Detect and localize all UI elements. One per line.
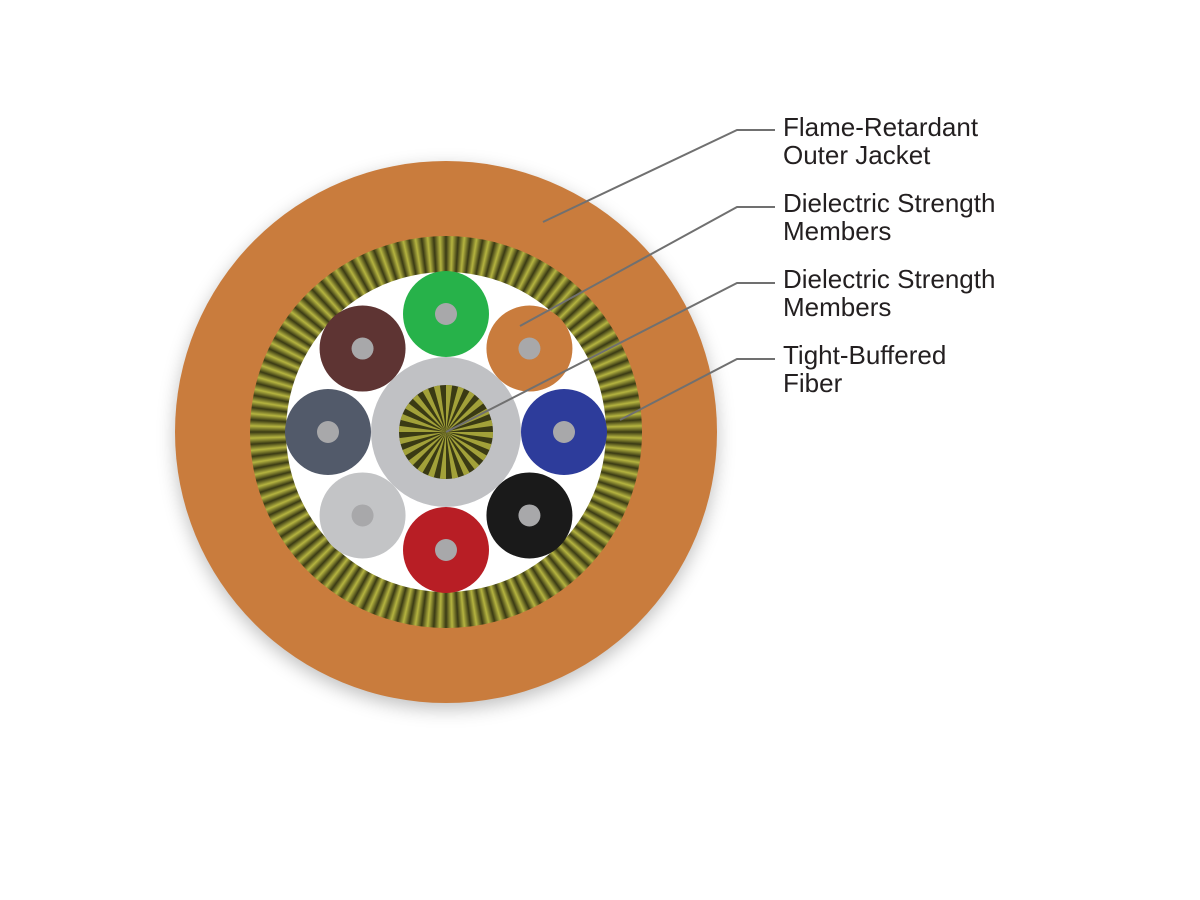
fiber-core-white (351, 504, 374, 527)
fiber-core-orange (518, 337, 541, 360)
leader-line-2 (519, 206, 775, 327)
leader-line-1 (542, 129, 775, 223)
fiber-core-slate (317, 421, 339, 443)
fiber-core-red (435, 539, 457, 561)
fiber-core-black (518, 504, 541, 527)
core-yarn-wedge (446, 385, 453, 432)
core-yarn-wedge (405, 403, 446, 432)
core-yarn-wedge (446, 391, 475, 432)
core-yarn-wedge (400, 414, 446, 432)
fiber-core-brown (351, 337, 374, 360)
core-yarn-wedge (422, 388, 446, 432)
core-yarn-wedge (446, 419, 493, 432)
core-yarn-wedge (446, 432, 487, 461)
core-yarn-wedge (446, 398, 484, 432)
core-yarn-wedge (446, 386, 464, 432)
core-yarn-wedge (446, 432, 459, 479)
core-yarn-wedge (446, 432, 492, 450)
core-yarn-wedge (402, 432, 446, 456)
fiber-core-blue (553, 421, 575, 443)
core-yarn-wedge (446, 432, 470, 476)
core-yarn-wedge (446, 432, 493, 439)
core-yarn-wedge (439, 432, 446, 479)
core-yarn-wedge (428, 432, 446, 478)
fiber-core-green (435, 303, 457, 325)
core-yarn-wedge (417, 432, 446, 473)
core-yarn-wedge (446, 432, 480, 470)
leader-line-3 (445, 282, 775, 433)
core-yarn-wedge (412, 394, 446, 432)
core-yarn-wedge (433, 385, 446, 432)
core-yarn-wedge (408, 432, 446, 466)
core-yarn-wedge (399, 432, 446, 445)
core-yarn-wedge (399, 425, 446, 432)
leader-line-4 (619, 358, 775, 421)
